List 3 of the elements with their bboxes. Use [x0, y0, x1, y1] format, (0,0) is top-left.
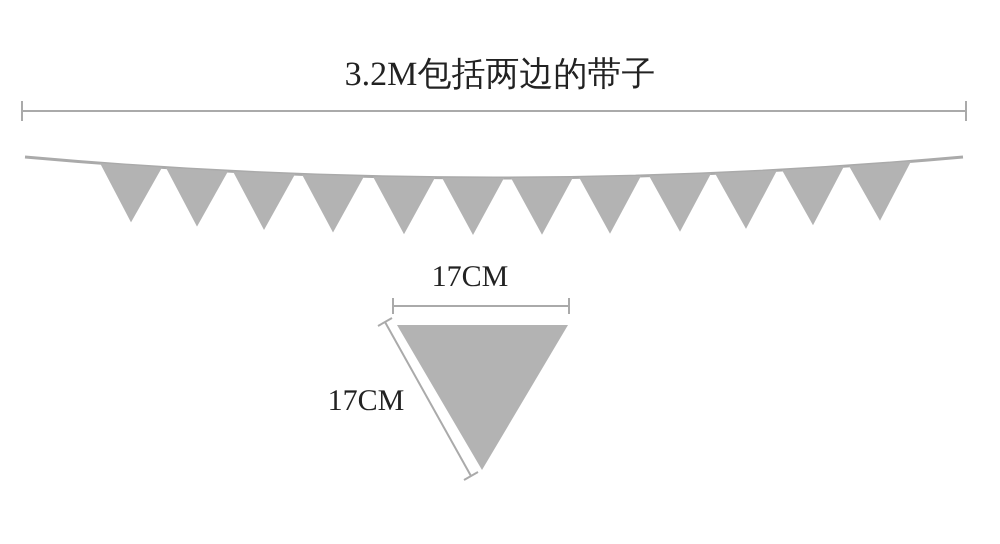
dimension-label: 17CM [432, 262, 508, 292]
dimension-label: 17CM [328, 386, 404, 416]
dimension-label: 3.2M包括两边的带子 [344, 58, 656, 92]
